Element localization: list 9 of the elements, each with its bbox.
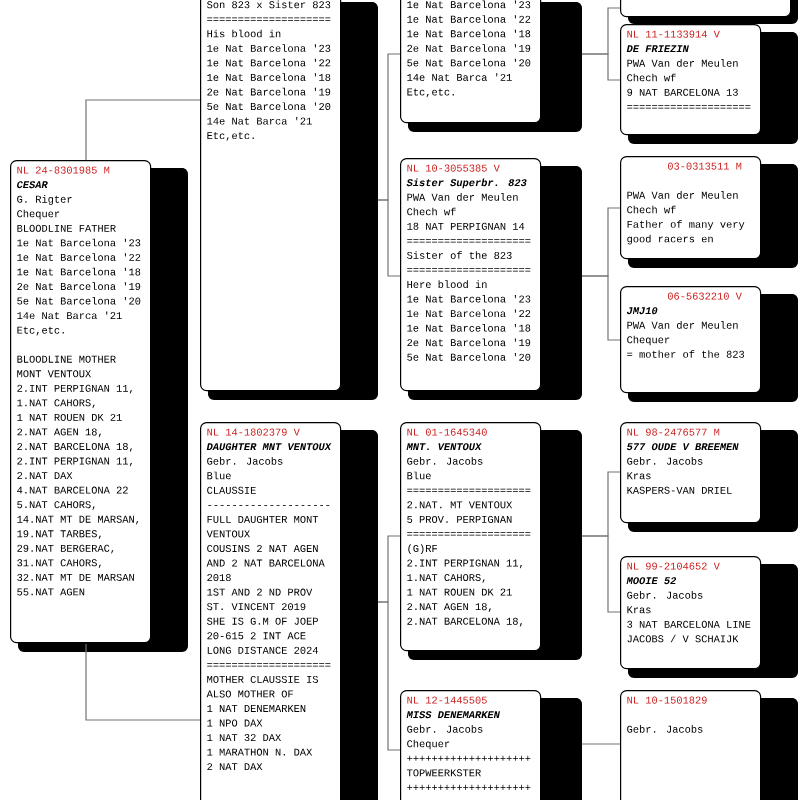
connector-line (377, 601, 401, 751)
connector-line (581, 535, 621, 613)
connector-line (377, 199, 401, 277)
connector-line (581, 275, 621, 341)
connector-line (85, 643, 201, 721)
connector-line (85, 99, 201, 161)
connector-line (581, 743, 621, 745)
connector-line (581, 53, 621, 81)
pedigree-card (620, 0, 798, 24)
